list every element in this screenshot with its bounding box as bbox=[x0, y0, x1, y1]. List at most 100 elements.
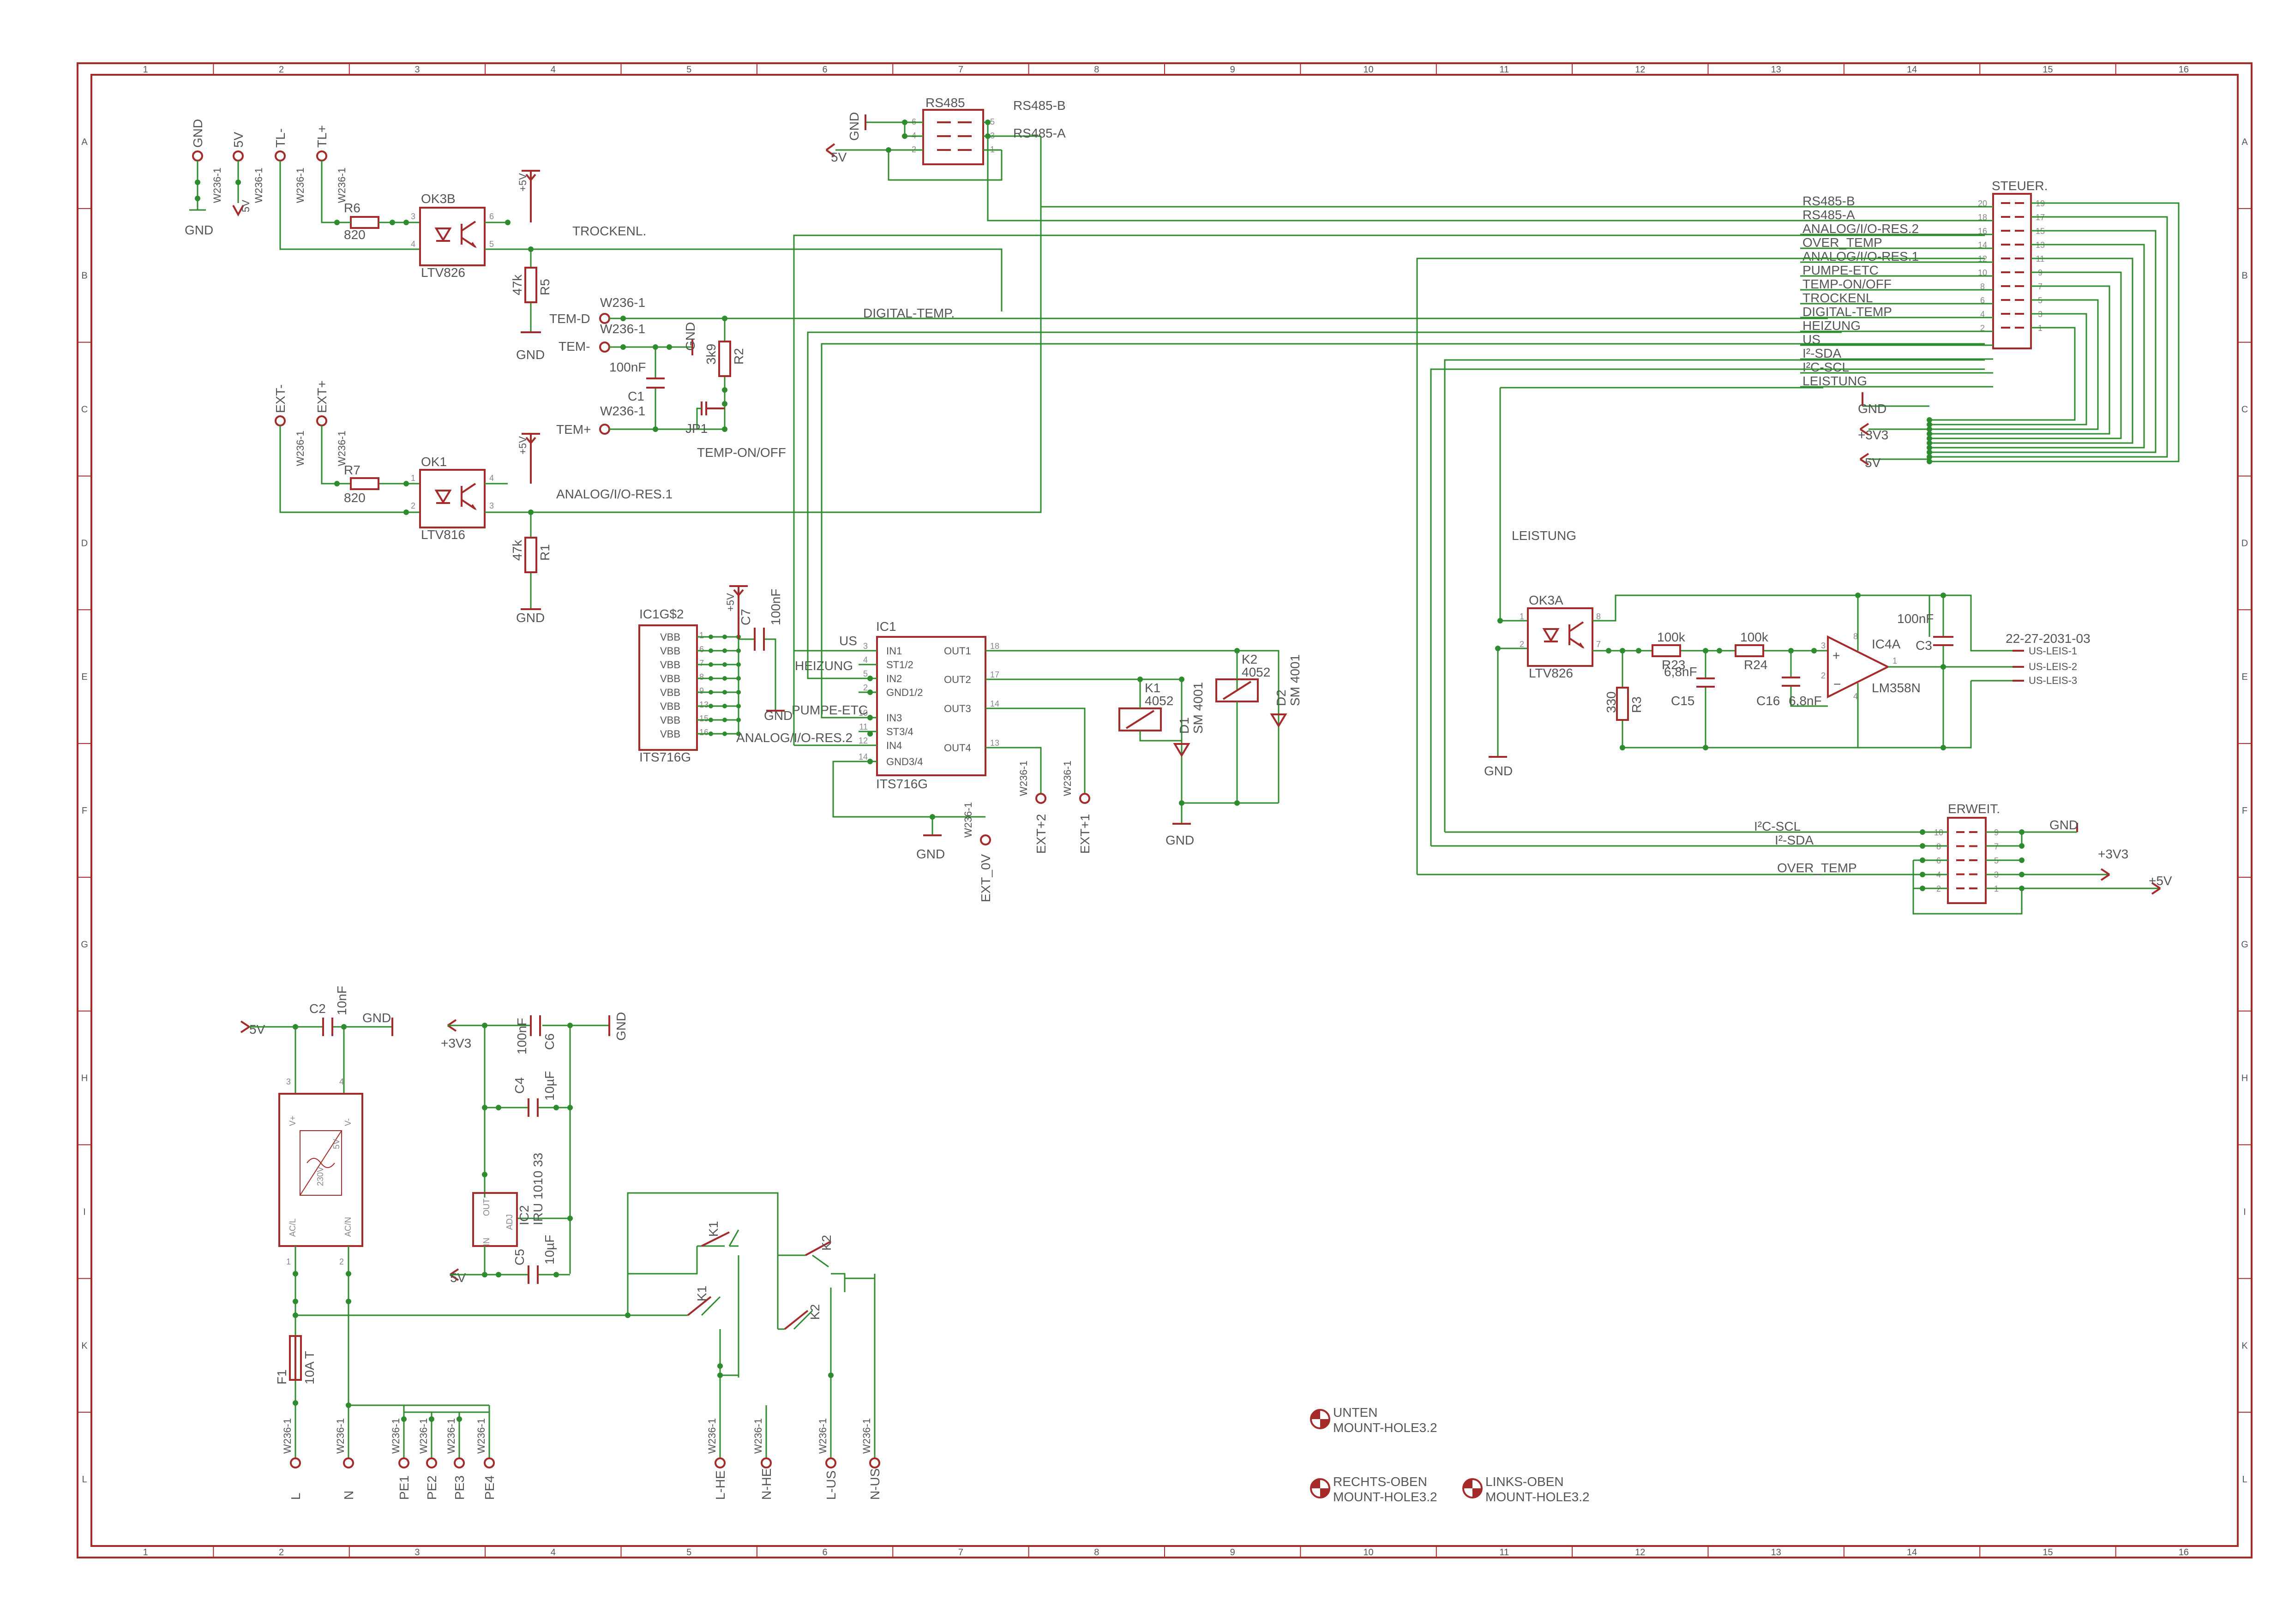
grid-col-label: 7 bbox=[958, 1547, 963, 1558]
grid-col-label: 9 bbox=[1230, 1547, 1235, 1558]
svg-text:V+: V+ bbox=[288, 1115, 297, 1126]
grid-col-label: 4 bbox=[551, 65, 556, 75]
steuer-pin-left: 14 bbox=[1978, 240, 1987, 250]
label-reg-gnd: GND bbox=[614, 1012, 628, 1041]
capacitor-c15 bbox=[1696, 677, 1715, 688]
label-gnd-top: GND bbox=[191, 119, 205, 148]
ic1-pin-num: 2 bbox=[863, 683, 868, 692]
label-r2-value: 3k9 bbox=[704, 344, 718, 365]
label-ic2: IC2 bbox=[517, 1205, 531, 1225]
steuer-pin-left: 8 bbox=[1980, 282, 1985, 291]
grid-row-label: F bbox=[2242, 806, 2247, 816]
terminal-type-label: W236-1 bbox=[282, 1418, 293, 1454]
steuer-net-label: LEISTUNG bbox=[1802, 374, 1867, 388]
terminal-type-label: W236-1 bbox=[706, 1418, 718, 1454]
grid-col-label: 16 bbox=[2179, 1547, 2189, 1558]
opamp-minus: − bbox=[1833, 677, 1841, 691]
label-c4: C4 bbox=[512, 1077, 527, 1094]
power-supply-section: 5V C2 10nF GND V+ V- AC/L AC/N 230V 5V 3… bbox=[240, 986, 628, 1458]
relay-contact-k1b bbox=[687, 1296, 712, 1316]
optocoupler-ok3a bbox=[1527, 607, 1593, 667]
grid-col-label: 12 bbox=[1635, 65, 1645, 75]
label-d2: D2 bbox=[1274, 689, 1288, 706]
label-r1: R1 bbox=[538, 544, 552, 561]
terminal-row: W236-1LW236-1NW236-1PE1W236-1PE2W236-1PE… bbox=[282, 1418, 882, 1500]
grid-col-label: 4 bbox=[551, 1547, 556, 1558]
svg-text:8: 8 bbox=[1853, 632, 1858, 641]
terminal-pad bbox=[825, 1457, 836, 1468]
label-erweit-5v: +5V bbox=[2149, 874, 2172, 888]
grid-col-label: 1 bbox=[143, 65, 148, 75]
grid-col-label: 1 bbox=[143, 1547, 148, 1558]
capacitor-c3 bbox=[1933, 636, 1953, 646]
steuer-pin-left: 6 bbox=[1980, 296, 1985, 305]
grid-row-label: I bbox=[2243, 1207, 2246, 1217]
label-c2: C2 bbox=[309, 1001, 326, 1016]
resistor-r1 bbox=[524, 537, 537, 573]
terminal-name-label: PE1 bbox=[397, 1475, 411, 1500]
capacitor-c5 bbox=[528, 1265, 539, 1284]
ic1g2-pin-vbb: VBB bbox=[660, 728, 680, 740]
label-us-leis-1: US-LEIS-1 bbox=[2029, 645, 2077, 657]
svg-text:7: 7 bbox=[1596, 640, 1601, 649]
ic1-pin-num: 18 bbox=[990, 641, 999, 651]
label-ext-plus: EXT+ bbox=[315, 380, 329, 413]
ic1-pin-right: OUT3 bbox=[944, 703, 971, 714]
ic1g2-pin-num: 9 bbox=[699, 686, 704, 695]
label-r3: R3 bbox=[1629, 696, 1644, 713]
relay-contact-k1a bbox=[701, 1231, 730, 1247]
label-w236: W236-1 bbox=[336, 168, 348, 203]
label-5v-rs485: 5V bbox=[831, 150, 847, 164]
svg-text:IN: IN bbox=[482, 1238, 491, 1246]
svg-text:5V: 5V bbox=[332, 1139, 341, 1149]
jumper-jp1 bbox=[701, 402, 725, 415]
svg-text:ADJ: ADJ bbox=[505, 1214, 514, 1230]
steuer-net-label: DIGITAL-TEMP bbox=[1802, 305, 1892, 319]
label-ic2-type: IRU 1010 33 bbox=[531, 1153, 545, 1225]
ic1-pin-right: OUT1 bbox=[944, 645, 971, 657]
mount-holes: UNTENMOUNT-HOLE3.2RECHTS-OBENMOUNT-HOLE3… bbox=[1310, 1405, 1590, 1504]
label-w236-ext1: W236-1 bbox=[1062, 761, 1073, 796]
label-us-leis-3: US-LEIS-3 bbox=[2029, 675, 2077, 686]
label-steuer-5v: 5V bbox=[1865, 455, 1881, 470]
grid-row-label: E bbox=[81, 672, 87, 682]
ic1g2-pin-num: 15 bbox=[699, 714, 709, 723]
ext-input-section: EXT- EXT+ W236-1 W236-1 R7 820 OK1 LTV81… bbox=[273, 141, 1042, 625]
resistor-r2 bbox=[718, 341, 731, 377]
label-ext-minus: EXT- bbox=[273, 384, 288, 413]
label-tem-plus: TEM+ bbox=[556, 422, 591, 437]
capacitor-c7 bbox=[754, 628, 765, 651]
label-r6-value: 820 bbox=[344, 228, 366, 242]
terminal-type-label: W236-1 bbox=[475, 1418, 487, 1454]
label-w236: W236-1 bbox=[294, 431, 306, 466]
terminal-name-label: L-HE bbox=[713, 1470, 727, 1500]
svg-text:8: 8 bbox=[1596, 612, 1601, 621]
terminal-type-label: W236-1 bbox=[752, 1418, 764, 1454]
label-5v: 5V bbox=[231, 132, 246, 148]
psu-module bbox=[278, 1093, 363, 1247]
label-w236-ic1: W236-1 bbox=[962, 802, 974, 838]
label-f1: F1 bbox=[275, 1369, 289, 1384]
label-k1-value: 4052 bbox=[1145, 694, 1173, 708]
terminal-name-label: N bbox=[342, 1491, 356, 1500]
terminal-name-label: PE4 bbox=[482, 1475, 497, 1500]
pad-gnd bbox=[192, 150, 203, 162]
ic1-pin-num: 10 bbox=[859, 708, 868, 718]
grid-row-label: H bbox=[2241, 1073, 2248, 1084]
label-w236-tem-d: W236-1 bbox=[600, 295, 645, 310]
label-tl-plus: TL+ bbox=[315, 125, 329, 148]
label-c15-value: 6,8nF bbox=[1664, 665, 1697, 679]
grid-col-label: 3 bbox=[415, 1547, 420, 1558]
label-gnd-rs485: GND bbox=[847, 112, 861, 141]
label-ext2: EXT+2 bbox=[1034, 814, 1048, 854]
opamp-ic4a bbox=[1827, 635, 1890, 699]
label-ok3b-type: LTV826 bbox=[421, 265, 465, 280]
label-w236: W236-1 bbox=[253, 168, 264, 203]
drawing-frame: 1122334455667788991010111112121313141415… bbox=[77, 62, 2253, 1558]
label-steuer-gnd: GND bbox=[1858, 402, 1886, 416]
opamp-plus: + bbox=[1832, 648, 1840, 663]
connector-steuer bbox=[1992, 193, 2032, 349]
ic1-pin-num: 12 bbox=[859, 736, 868, 745]
rs485-connector: RS485 6 4 2 5 3 1 GND 5V RS485-B RS485-A bbox=[825, 96, 1985, 222]
